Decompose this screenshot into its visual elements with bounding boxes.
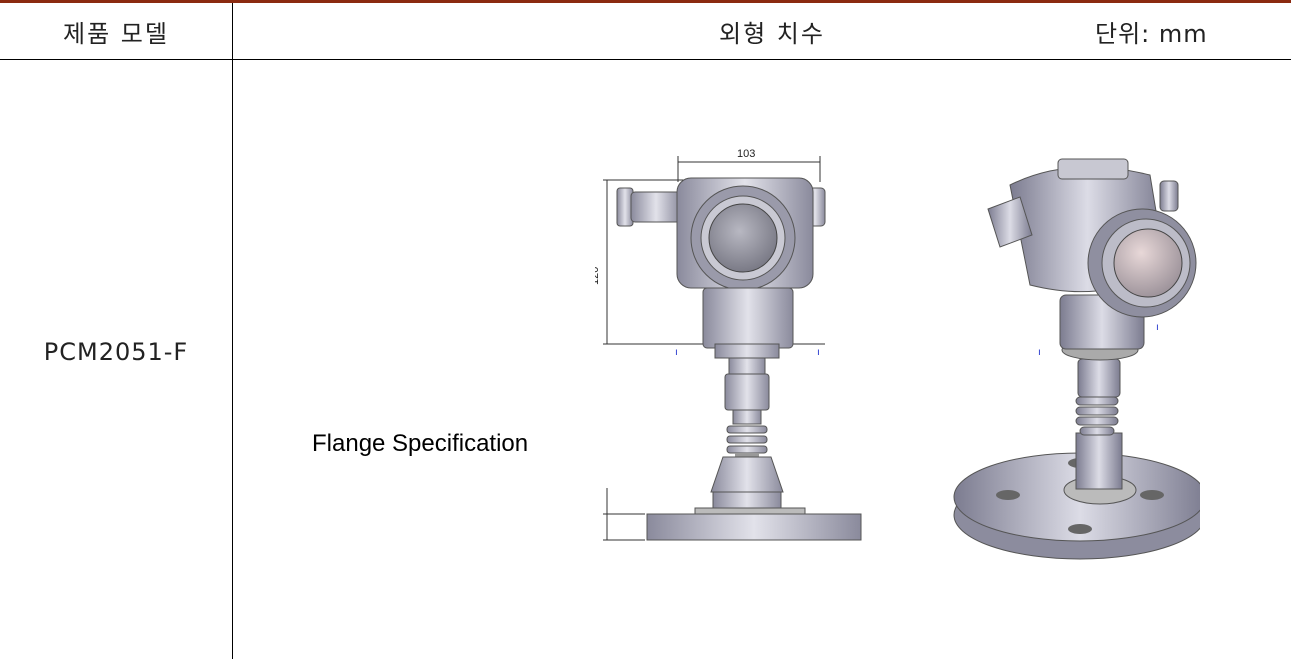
model-name: PCM2051-F (43, 338, 189, 366)
svg-text:ı: ı (675, 347, 678, 358)
dimension-width-label: 103 (737, 148, 755, 160)
svg-text:ı: ı (1156, 322, 1159, 333)
flange-spec-label: Flange Specification (312, 430, 529, 457)
front-view-drawing: 103 120 ı ı (595, 148, 862, 541)
column-divider (232, 3, 233, 659)
header-dimension-column: 외형 치수 (719, 20, 825, 48)
top-border-rule (0, 0, 1291, 3)
svg-text:ı: ı (817, 347, 820, 358)
header-divider (0, 59, 1291, 60)
isometric-view-drawing: ı ı (953, 158, 1200, 560)
svg-text:ı: ı (1038, 347, 1041, 358)
dimension-height-label: 120 (595, 267, 601, 285)
header-model-column: 제품 모델 (63, 20, 169, 48)
header-unit: 단위: mm (1095, 20, 1208, 48)
